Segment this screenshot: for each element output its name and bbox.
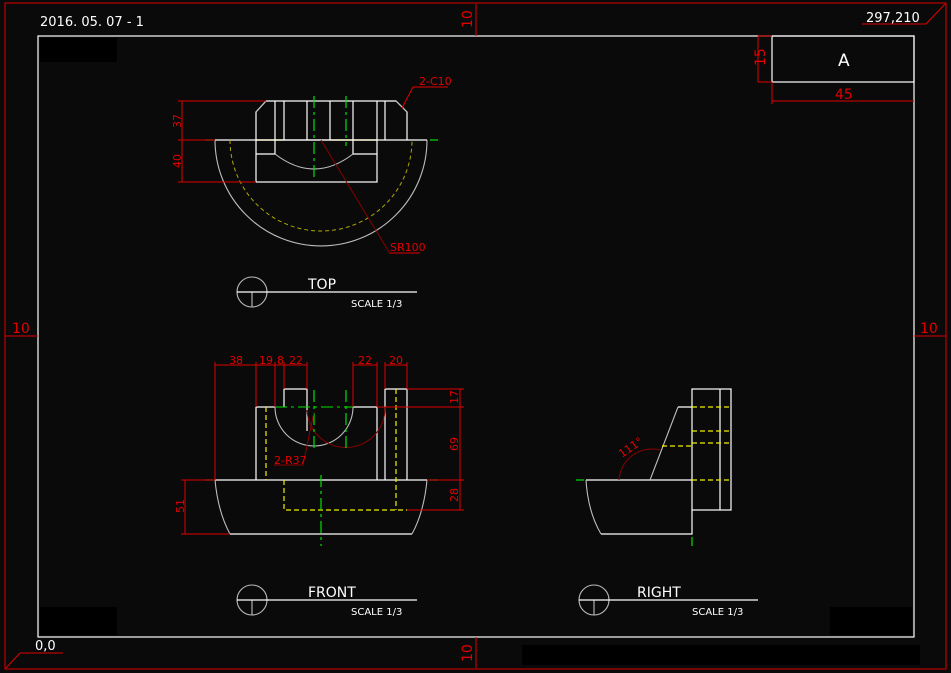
outer-sheet-border [4,2,947,670]
svg-text:SCALE 1/3: SCALE 1/3 [351,607,402,618]
svg-text:15: 15 [753,48,769,66]
front-view: 38 19 8 22 22 20 17 69 28 51 2-R37 [174,354,464,546]
svg-text:10: 10 [920,321,938,337]
top-view: 37 40 2-C10 SR100 [171,75,452,254]
dim-19: 19 [259,354,273,367]
dim-22b: 22 [358,354,372,367]
dim-sr100: SR100 [390,241,426,254]
date-label: 2016. 05. 07 - 1 [40,15,144,30]
dim-40: 40 [171,154,184,168]
dim-38: 38 [229,354,243,367]
svg-text:10: 10 [460,644,476,662]
dim-chamfer: 2-C10 [419,75,452,88]
svg-text:0,0: 0,0 [35,639,56,654]
redacted-block [40,38,117,62]
redacted-block [40,607,117,635]
front-view-label: FRONT SCALE 1/3 [236,584,417,618]
title-block: A 15 45 [753,35,915,104]
dim-69: 69 [448,437,461,451]
svg-text:FRONT: FRONT [308,585,356,601]
dim-8: 8 [277,354,284,367]
svg-text:SCALE 1/3: SCALE 1/3 [351,299,402,310]
svg-text:10: 10 [12,321,30,337]
svg-text:SCALE 1/3: SCALE 1/3 [692,607,743,618]
svg-text:10: 10 [460,10,476,28]
margin-dim-bottom: 10 [460,637,477,668]
redacted-block [830,607,912,635]
dim-r37: 2-R37 [274,454,307,467]
title-block-letter: A [838,51,850,71]
margin-dim-left: 10 [5,321,38,337]
svg-text:RIGHT: RIGHT [637,585,681,601]
dim-17: 17 [448,390,461,404]
dim-37: 37 [171,114,184,128]
margin-dim-top: 10 [460,4,477,36]
inner-drawing-border [37,35,915,638]
right-view: 111° [576,388,732,546]
top-view-label: TOP SCALE 1/3 [236,276,417,310]
corner-label-bottom-left: 0,0 [5,639,63,669]
dim-28: 28 [448,488,461,502]
dim-22a: 22 [289,354,303,367]
svg-text:45: 45 [835,87,853,103]
corner-label-top-right: 297,210 [862,3,946,26]
dim-51: 51 [174,499,187,513]
svg-text:297,210: 297,210 [866,11,920,26]
margin-dim-right: 10 [914,321,946,337]
right-view-label: RIGHT SCALE 1/3 [578,584,758,618]
svg-text:TOP: TOP [307,277,336,293]
dim-20: 20 [389,354,403,367]
redacted-block [522,645,920,665]
